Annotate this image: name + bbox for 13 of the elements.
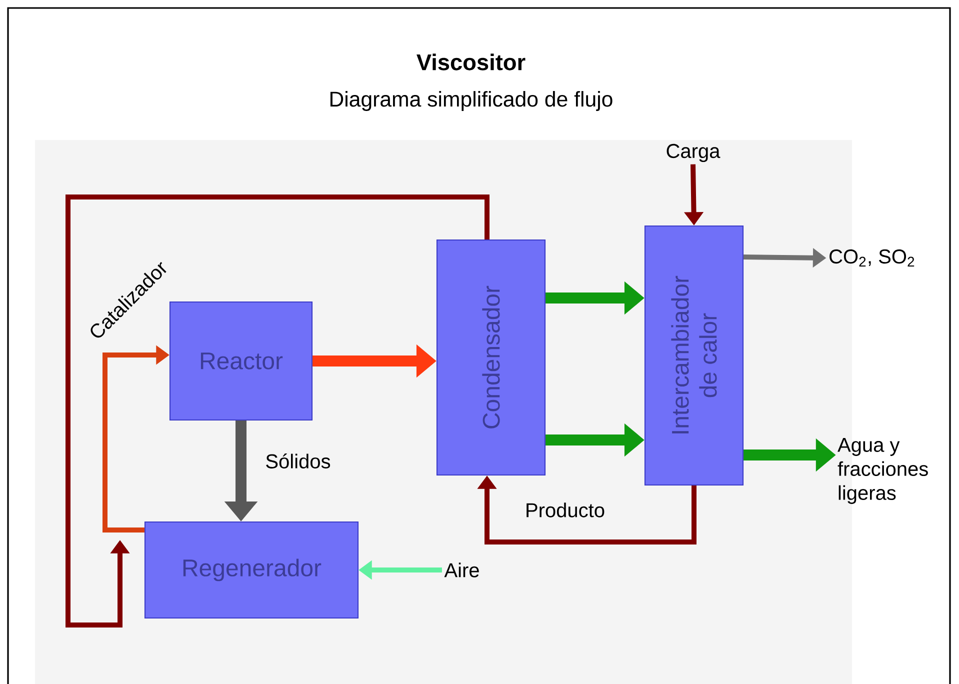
edge-label: Producto [524, 501, 606, 519]
stream-label: Agua y fracciones ligeras [838, 438, 928, 504]
edge-label: Sólidos [264, 452, 332, 470]
diagram-subtitle: Diagrama simplificado de flujo [330, 91, 612, 111]
process-box: Regenerador [144, 521, 359, 619]
stream-label: Carga [666, 144, 720, 162]
process-box: Reactor [169, 301, 313, 421]
diagram-title: Viscositor [416, 54, 526, 70]
arrow [66, 194, 490, 628]
process-box: Intercambiador de calor [644, 225, 744, 486]
stream-label: Aire [444, 562, 479, 578]
process-box: Condensador [436, 239, 546, 476]
stream-label: CO$_{2}$, SO$_{2}$ [830, 249, 914, 267]
